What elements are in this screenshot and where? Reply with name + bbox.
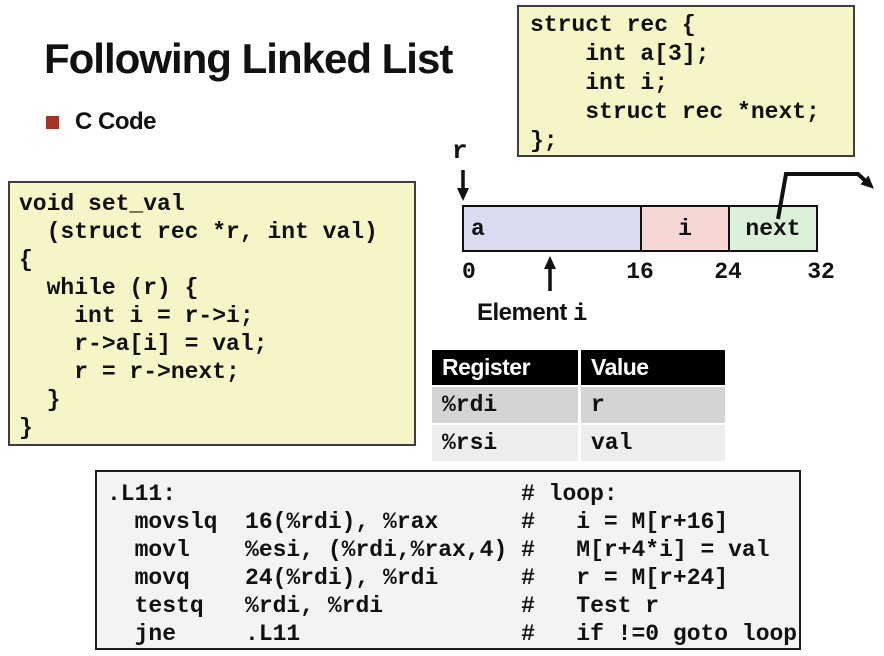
- offset-label-32: 32: [807, 259, 835, 285]
- element-i-label-word: Element: [477, 299, 567, 326]
- pointer-label-r: r: [452, 136, 468, 166]
- assembly-code-box: .L11: # loop: movslq 16(%rdi), %rax # i …: [95, 470, 801, 650]
- element-i-label-var: i: [573, 301, 587, 328]
- register-table-cell-rdi: %rdi: [432, 387, 578, 423]
- offset-label-0: 0: [462, 259, 476, 285]
- memory-field-next-label: next: [745, 215, 801, 242]
- register-table-cell-rdi-value: r: [581, 387, 725, 423]
- c-code-box: void set_val (struct rec *r, int val) { …: [8, 181, 416, 446]
- page-title: Following Linked List: [44, 35, 453, 82]
- register-table-header-value: Value: [581, 350, 725, 385]
- memory-field-next: next: [728, 207, 816, 250]
- memory-field-a-label: a: [471, 215, 485, 242]
- bullet-label: C Code: [75, 108, 157, 135]
- register-table: Register Value %rdi r %rsi val: [432, 350, 725, 461]
- memory-field-a: a: [464, 207, 640, 250]
- offset-label-24: 24: [714, 259, 742, 285]
- memory-field-i-label: i: [678, 215, 692, 242]
- register-table-header-register: Register: [432, 350, 578, 385]
- element-i-label: Element i: [477, 299, 587, 328]
- struct-definition-code-box: struct rec { int a[3]; int i; struct rec…: [517, 5, 855, 157]
- offset-label-16: 16: [626, 259, 654, 285]
- bullet-row: C Code: [46, 108, 157, 136]
- bullet-square-icon: [46, 115, 59, 129]
- register-table-cell-rsi: %rsi: [432, 425, 578, 461]
- memory-layout-box: a i next: [462, 205, 818, 252]
- memory-field-i: i: [640, 207, 728, 250]
- register-table-cell-rsi-value: val: [581, 425, 725, 461]
